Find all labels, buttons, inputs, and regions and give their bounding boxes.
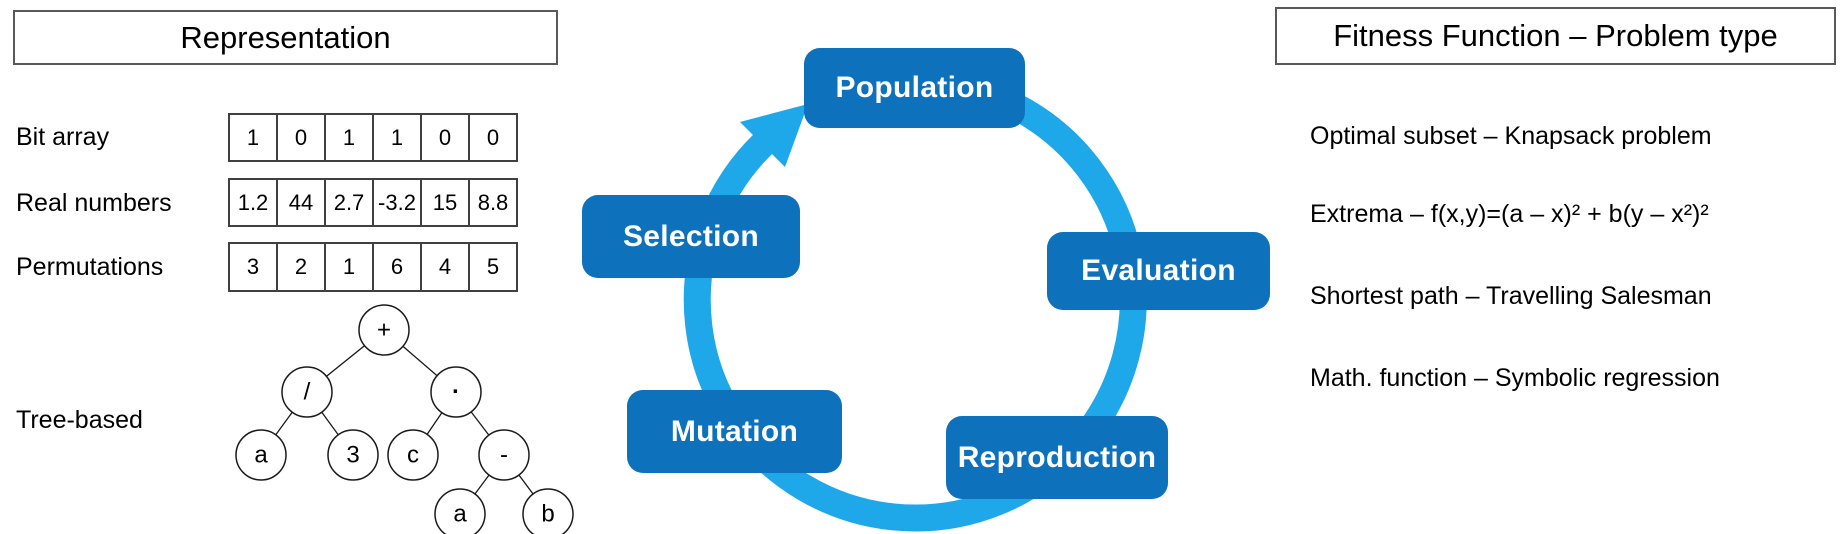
fitness-title-box: Fitness Function – Problem type xyxy=(1275,7,1836,65)
expression-tree: + / · a 3 c - a xyxy=(235,304,574,534)
tree-node-label: - xyxy=(500,442,508,469)
stage-label: Reproduction xyxy=(957,440,1157,474)
tree-node-circle xyxy=(327,429,379,481)
stage-label: Population xyxy=(835,71,994,104)
tree-node-divide: / xyxy=(281,366,333,418)
array-cell: -3.2 xyxy=(372,178,422,227)
tree-node-circle xyxy=(358,304,410,356)
tree-node-circle xyxy=(235,429,287,481)
array-cell: 6 xyxy=(372,242,422,292)
stage-label: Evaluation xyxy=(1081,254,1236,287)
bit-array-row: 1 0 1 1 0 0 xyxy=(228,113,518,162)
tree-node-circle xyxy=(478,429,530,481)
stage-population: Population xyxy=(804,48,1025,128)
tree-node-a1: a xyxy=(235,429,287,481)
permutations-row: 3 2 1 6 4 5 xyxy=(228,242,518,292)
stage-selection: Selection xyxy=(582,195,800,278)
tree-node-minus: - xyxy=(478,429,530,481)
tree-node-label: a xyxy=(254,442,268,469)
stage-label: Mutation xyxy=(670,414,799,448)
array-cell: 0 xyxy=(468,113,518,162)
stage-evaluation: Evaluation xyxy=(1047,232,1270,310)
fitness-title: Fitness Function – Problem type xyxy=(1333,18,1778,53)
tree-node-label: / xyxy=(304,379,311,406)
row-label-tree-based: Tree-based xyxy=(16,406,143,434)
array-cell: 44 xyxy=(276,178,326,227)
array-cell: 1 xyxy=(324,242,374,292)
row-label-permutations: Permutations xyxy=(16,253,164,281)
representation-title: Representation xyxy=(180,19,391,55)
tree-node-a2: a xyxy=(434,488,486,534)
stage-label: Selection xyxy=(622,219,760,253)
tree-node-label: · xyxy=(452,379,460,406)
tree-node-multiply: · xyxy=(430,366,482,418)
fitness-item-symbolic-regression: Math. function – Symbolic regression xyxy=(1310,364,1720,392)
tree-node-circle xyxy=(281,366,333,418)
tree-node-plus: + xyxy=(358,304,410,356)
real-numbers-row: 1.2 44 2.7 -3.2 15 8.8 xyxy=(228,178,518,227)
tree-node-circle xyxy=(522,488,574,534)
array-cell: 2.7 xyxy=(324,178,374,227)
cycle-arrow-head-icon xyxy=(740,104,808,167)
stage-reproduction: Reproduction xyxy=(946,416,1168,499)
tree-node-label: b xyxy=(541,501,554,528)
tree-node-label: 3 xyxy=(346,442,359,469)
representation-title-box: Representation xyxy=(13,10,558,65)
tree-node-circle xyxy=(387,429,439,481)
tree-node-label: + xyxy=(377,317,391,344)
fitness-item-shortest-path: Shortest path – Travelling Salesman xyxy=(1310,282,1712,310)
tree-node-b: b xyxy=(522,488,574,534)
row-label-bit-array: Bit array xyxy=(16,123,110,151)
array-cell: 1.2 xyxy=(228,178,278,227)
tree-node-label: c xyxy=(407,442,419,469)
stage-mutation: Mutation xyxy=(627,390,842,473)
tree-edges xyxy=(260,329,549,515)
tree-node-circle xyxy=(430,366,482,418)
row-label-real-numbers: Real numbers xyxy=(16,189,172,217)
fitness-item-extrema: Extrema – f(x,y)=(a – x)² + b(y – x²)² xyxy=(1310,200,1709,228)
tree-node-label: a xyxy=(453,501,467,528)
array-cell: 5 xyxy=(468,242,518,292)
tree-node-c: c xyxy=(387,429,439,481)
tree-node-three: 3 xyxy=(327,429,379,481)
tree-node-circle xyxy=(434,488,486,534)
fitness-item-knapsack: Optimal subset – Knapsack problem xyxy=(1310,122,1712,150)
array-cell: 8.8 xyxy=(468,178,518,227)
